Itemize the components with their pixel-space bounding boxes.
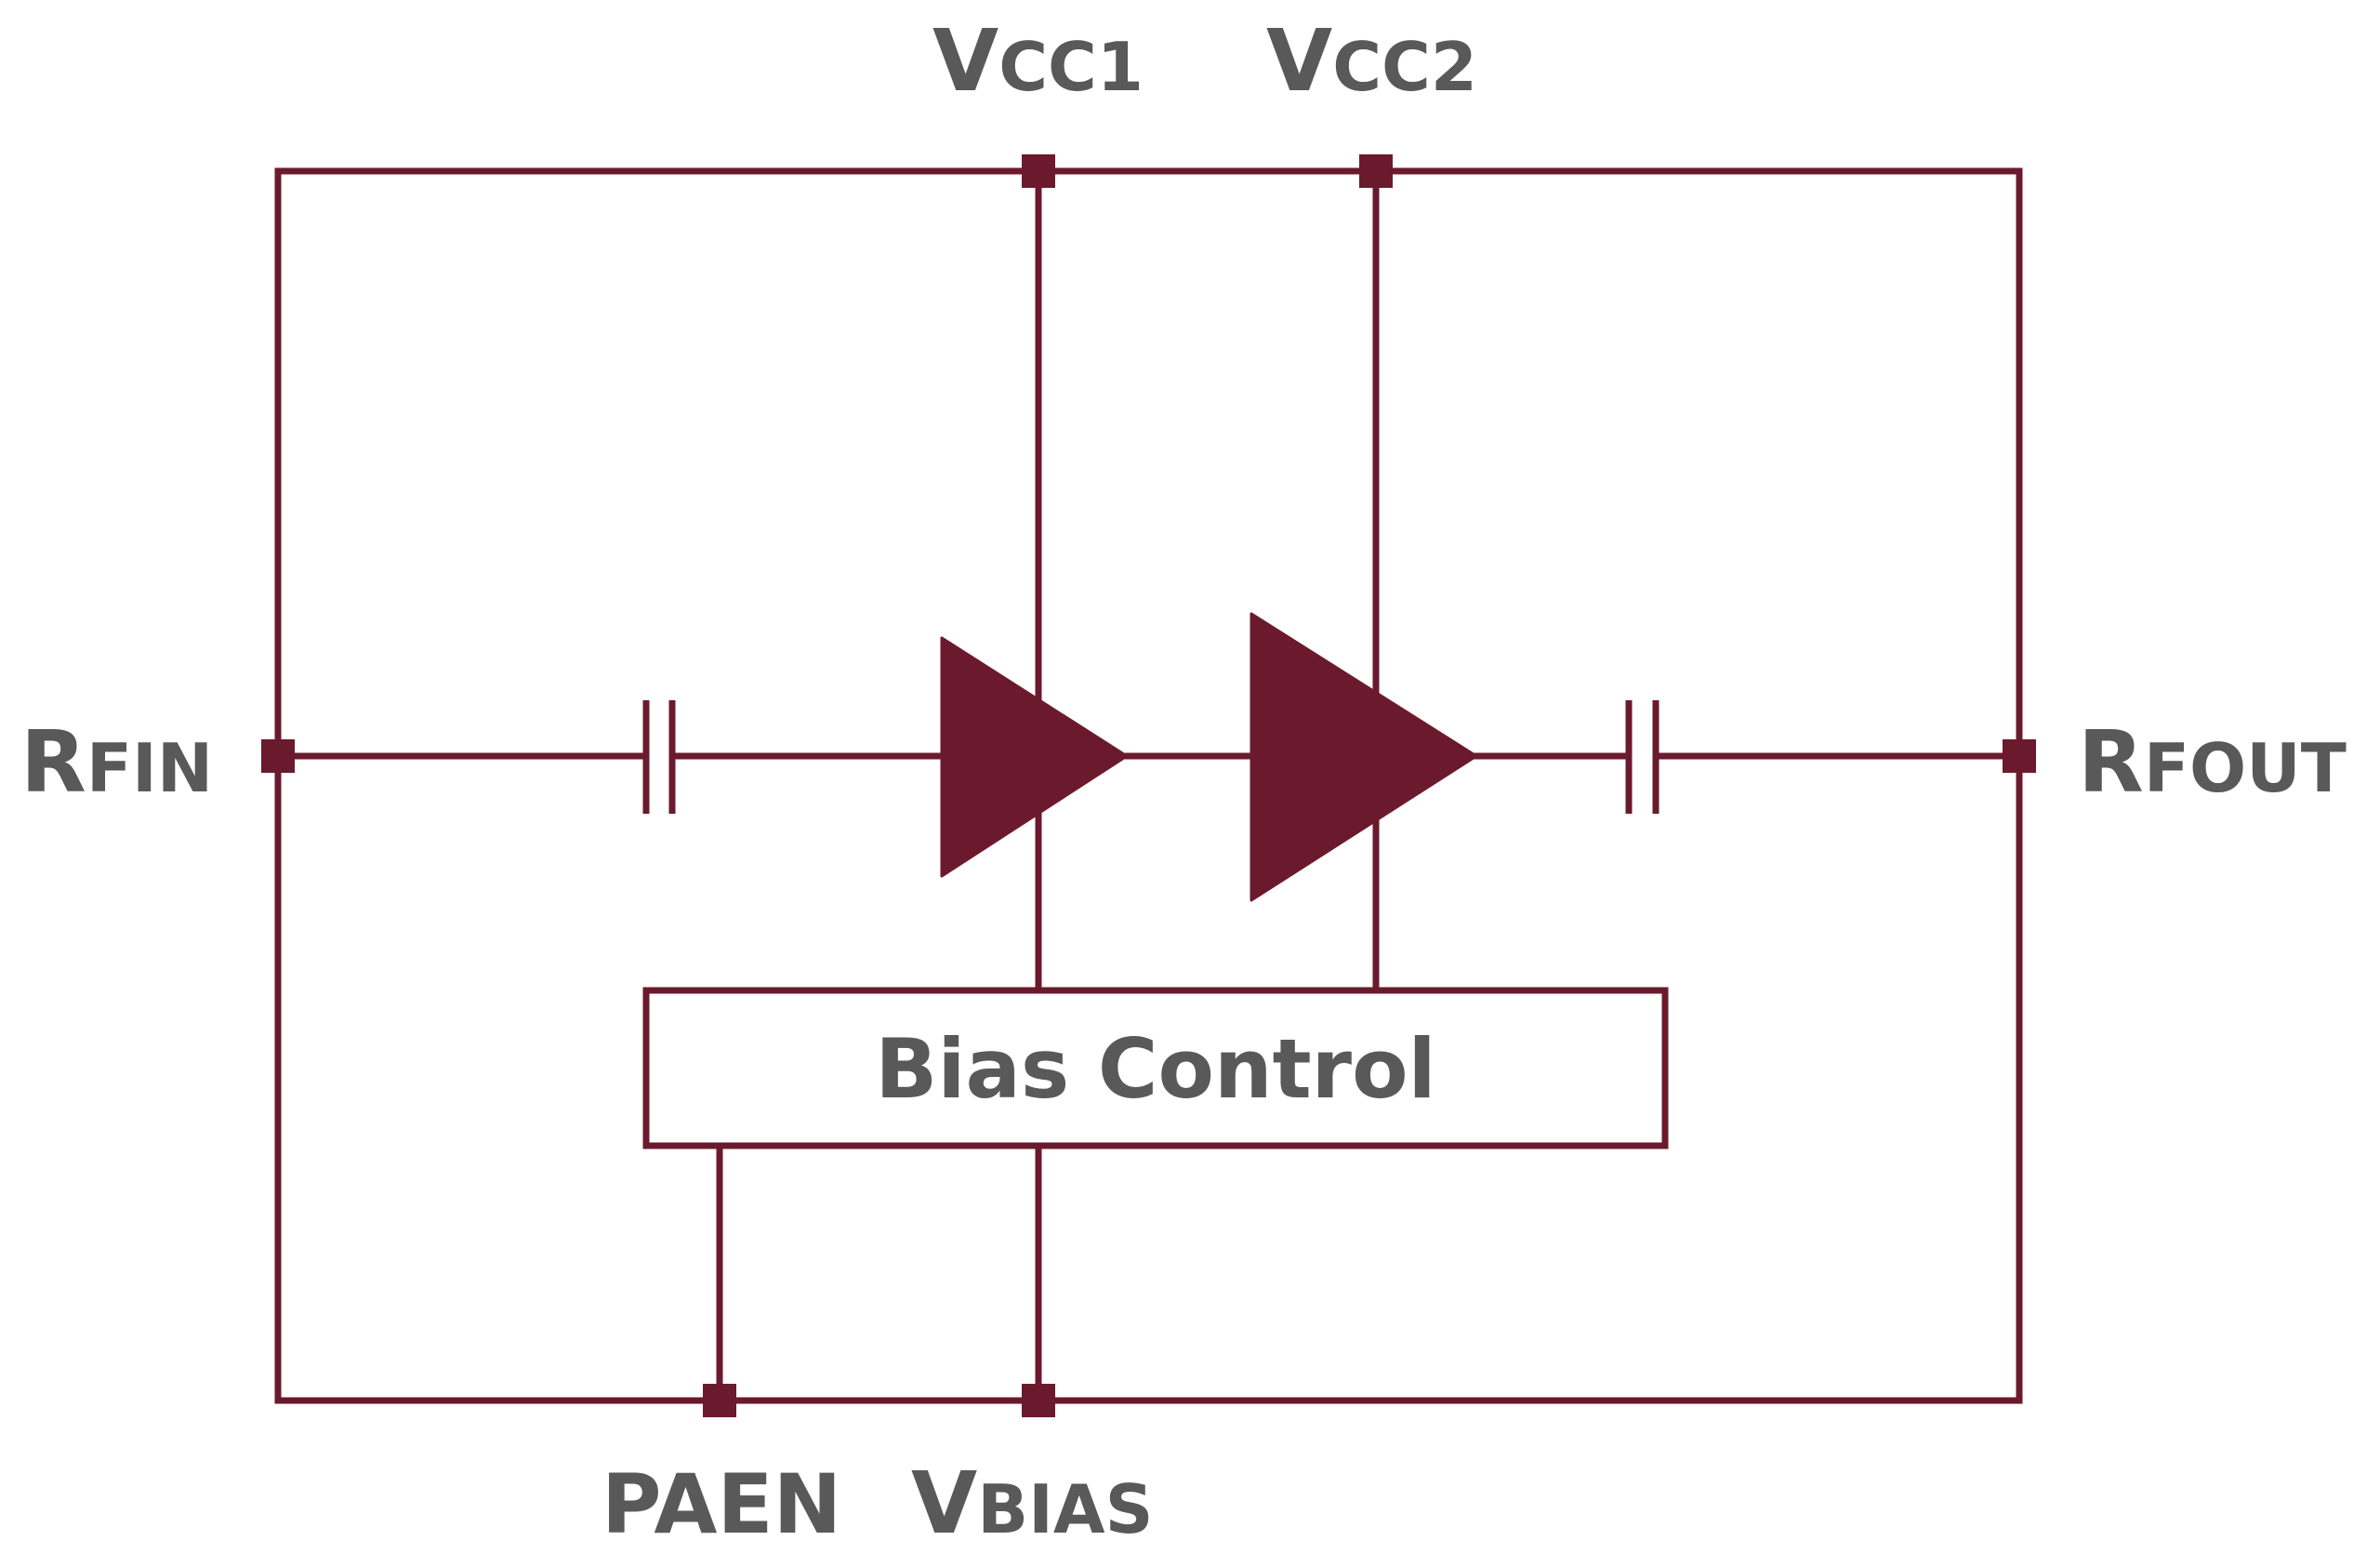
vcc1-pin bbox=[1022, 154, 1055, 188]
vcc1-label: VCC1 bbox=[932, 11, 1144, 111]
paen-pin bbox=[703, 1384, 736, 1417]
amplifier-stage-2 bbox=[1250, 612, 1478, 902]
vbias-label: VBIAS bbox=[911, 1454, 1153, 1553]
rfout-pin bbox=[2003, 739, 2036, 773]
vcc2-label-main: V bbox=[1266, 11, 1332, 111]
vcc2-pin bbox=[1359, 154, 1393, 188]
rfin-label: RFIN bbox=[20, 712, 213, 812]
rfout-label: RFOUT bbox=[2078, 712, 2347, 812]
bias-control-box bbox=[642, 987, 1669, 1149]
vcc2-label-sub: CC2 bbox=[1332, 28, 1477, 106]
vcc2-label: VCC2 bbox=[1266, 11, 1477, 111]
amplifier-stage-1 bbox=[940, 636, 1129, 878]
rfout-label-main: R bbox=[2078, 712, 2144, 812]
rfin-label-main: R bbox=[20, 712, 86, 812]
input-capacitor bbox=[642, 700, 676, 814]
paen-label: PAEN bbox=[602, 1456, 841, 1552]
vbias-label-sub: BIAS bbox=[977, 1470, 1153, 1548]
rfout-label-sub: FOUT bbox=[2144, 729, 2347, 807]
package-outline bbox=[274, 167, 2023, 1404]
vbias-pin bbox=[1022, 1384, 1055, 1417]
output-capacitor bbox=[1625, 700, 1659, 814]
vcc1-label-main: V bbox=[932, 11, 998, 111]
bias-control-label: Bias Control bbox=[875, 1021, 1435, 1117]
vbias-label-main: V bbox=[911, 1454, 977, 1553]
vcc1-label-sub: CC1 bbox=[998, 28, 1144, 106]
rfin-label-sub: FIN bbox=[86, 729, 213, 807]
rfin-pin bbox=[261, 739, 295, 773]
